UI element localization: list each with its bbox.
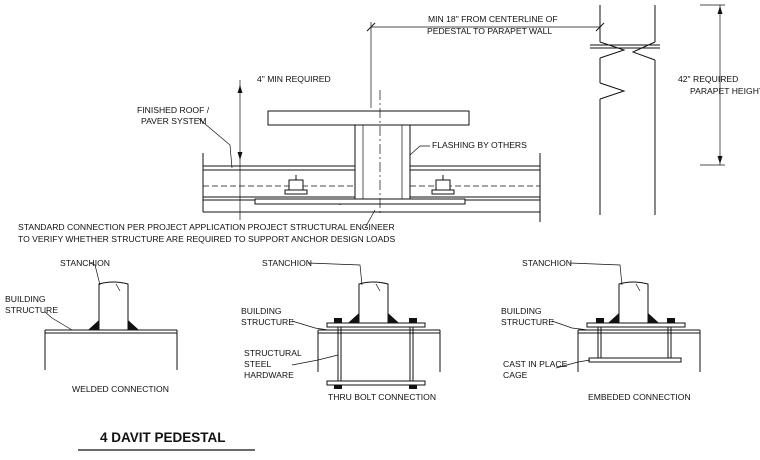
- detail-thru-bolt-connection: STANCHION BUILDING STRUCTURE STRUCTURAL …: [241, 258, 441, 402]
- dim-parapet-height-line1: 42" REQUIRED: [678, 74, 738, 84]
- thru-bolt-hardware-line1: STRUCTURAL: [244, 348, 302, 358]
- dim-parapet-height: 42" REQUIRED PARAPET HEIGHT: [678, 4, 760, 166]
- label-flashing: FLASHING BY OTHERS: [409, 140, 527, 156]
- welded-caption: WELDED CONNECTION: [72, 384, 169, 394]
- welded-building-structure-line1: BUILDING: [5, 294, 46, 304]
- detail-welded-connection: STANCHION BUILDING STRUCTURE WELDED CONN…: [5, 258, 178, 394]
- thru-bolt-stanchion-label: STANCHION: [262, 258, 312, 268]
- dim-parapet-offset-line2: PEDESTAL TO PARAPET WALL: [427, 26, 552, 36]
- dim-parapet-offset: MIN 18" FROM CENTERLINE OF PEDESTAL TO P…: [366, 14, 605, 108]
- embeded-building-structure-line1: BUILDING: [501, 306, 542, 316]
- pedestal-top-plate: [267, 110, 470, 126]
- label-finished-roof: FINISHED ROOF / PAVER SYSTEM: [137, 105, 233, 169]
- note-standard-connection-line1: STANDARD CONNECTION PER PROJECT APPLICAT…: [18, 222, 395, 232]
- pedestal-column: [354, 124, 411, 201]
- pedestal-base-plate: [254, 198, 466, 205]
- label-finished-roof-line2: PAVER SYSTEM: [141, 116, 207, 126]
- embeded-cage-line1: CAST IN PLACE: [503, 359, 568, 369]
- thru-bolt-building-structure-line1: BUILDING: [241, 306, 282, 316]
- embeded-cage-line2: CAGE: [503, 370, 528, 380]
- detail-embeded-connection: STANCHION BUILDING STRUCTURE CAST IN PLA…: [501, 258, 701, 402]
- anchor-bolt-left: [284, 175, 308, 195]
- thru-bolt-building-structure-line2: STRUCTURE: [241, 317, 294, 327]
- dim-parapet-height-line2: PARAPET HEIGHT: [690, 86, 760, 96]
- welded-building-structure-line2: STRUCTURE: [5, 305, 58, 315]
- thru-bolt-bottom-plate: [326, 380, 426, 386]
- pedestal: [254, 90, 470, 215]
- label-finished-roof-line1: FINISHED ROOF /: [137, 105, 210, 115]
- thru-bolt-hardware-line2: STEEL: [244, 359, 271, 369]
- welded-stanchion-label: STANCHION: [60, 258, 110, 268]
- embeded-building-structure-line2: STRUCTURE: [501, 317, 554, 327]
- dim-min-height: 4" MIN REQUIRED: [237, 74, 331, 220]
- title-block: 4 DAVIT PEDESTAL: [78, 430, 255, 451]
- embeded-top-plate: [586, 322, 686, 328]
- note-standard-connection-line2: TO VERIFY WHETHER STRUCTURE ARE REQUIRED…: [18, 234, 396, 244]
- thru-bolt-caption: THRU BOLT CONNECTION: [328, 392, 436, 402]
- embeded-cage-plate: [588, 357, 682, 363]
- embeded-stanchion-label: STANCHION: [522, 258, 572, 268]
- label-flashing-text: FLASHING BY OTHERS: [432, 140, 527, 150]
- thru-bolt-hardware-line3: HARDWARE: [244, 370, 294, 380]
- anchor-bolt-right: [431, 175, 455, 195]
- dim-parapet-offset-line1: MIN 18" FROM CENTERLINE OF: [428, 14, 558, 24]
- dim-min-height-label: 4" MIN REQUIRED: [257, 74, 331, 84]
- parapet-wall: [590, 5, 660, 215]
- thru-bolt-top-plate: [326, 322, 426, 328]
- main-section-detail: MIN 18" FROM CENTERLINE OF PEDESTAL TO P…: [18, 4, 760, 244]
- note-standard-connection: STANDARD CONNECTION PER PROJECT APPLICAT…: [18, 209, 396, 244]
- embeded-caption: EMBEDED CONNECTION: [588, 392, 691, 402]
- sheet-title: 4 DAVIT PEDESTAL: [100, 430, 226, 445]
